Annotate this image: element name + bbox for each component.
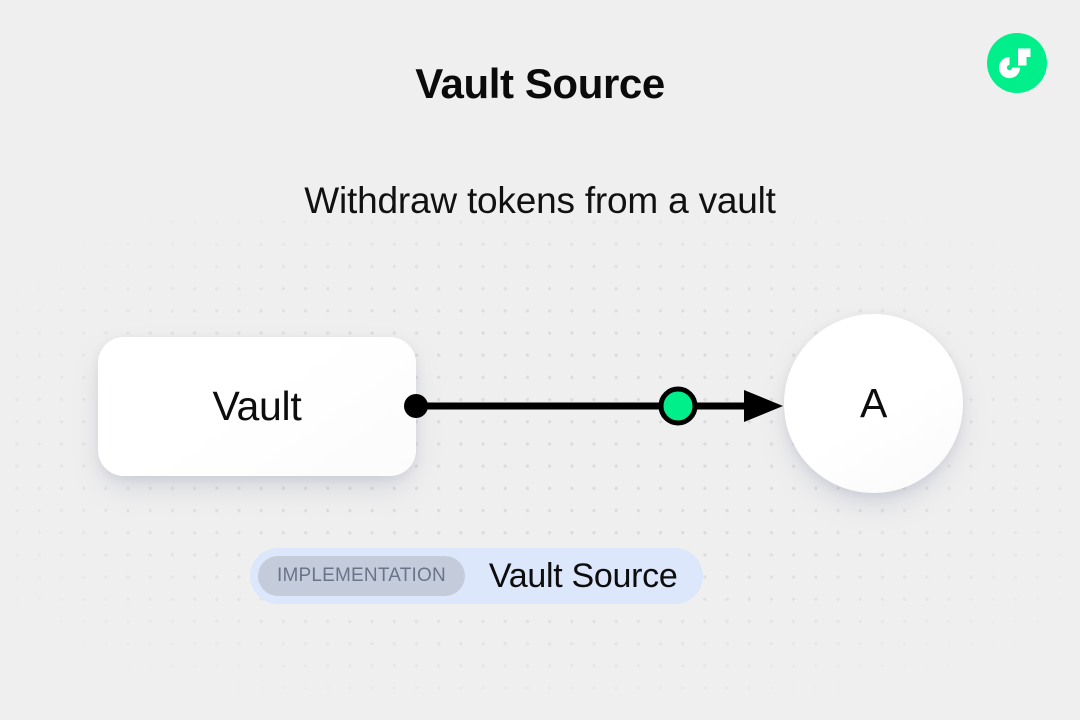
node-a[interactable]: A bbox=[784, 314, 963, 493]
implementation-name: Vault Source bbox=[488, 556, 678, 595]
node-vault[interactable]: Vault bbox=[98, 337, 416, 476]
implementation-tag-label: IMPLEMENTATION bbox=[277, 565, 446, 586]
node-a-label: A bbox=[859, 380, 888, 426]
arrowhead-right-icon bbox=[744, 390, 783, 422]
implementation-tag: IMPLEMENTATION bbox=[258, 556, 465, 596]
page-title: Vault Source bbox=[415, 60, 665, 107]
edge-midpoint-marker[interactable] bbox=[658, 386, 698, 426]
node-vault-label: Vault bbox=[212, 383, 302, 429]
page-subtitle: Withdraw tokens from a vault bbox=[304, 180, 776, 221]
implementation-badge[interactable]: IMPLEMENTATION Vault Source bbox=[250, 548, 704, 604]
edge-source-handle[interactable] bbox=[404, 394, 428, 418]
flow-logo-icon bbox=[987, 33, 1047, 93]
